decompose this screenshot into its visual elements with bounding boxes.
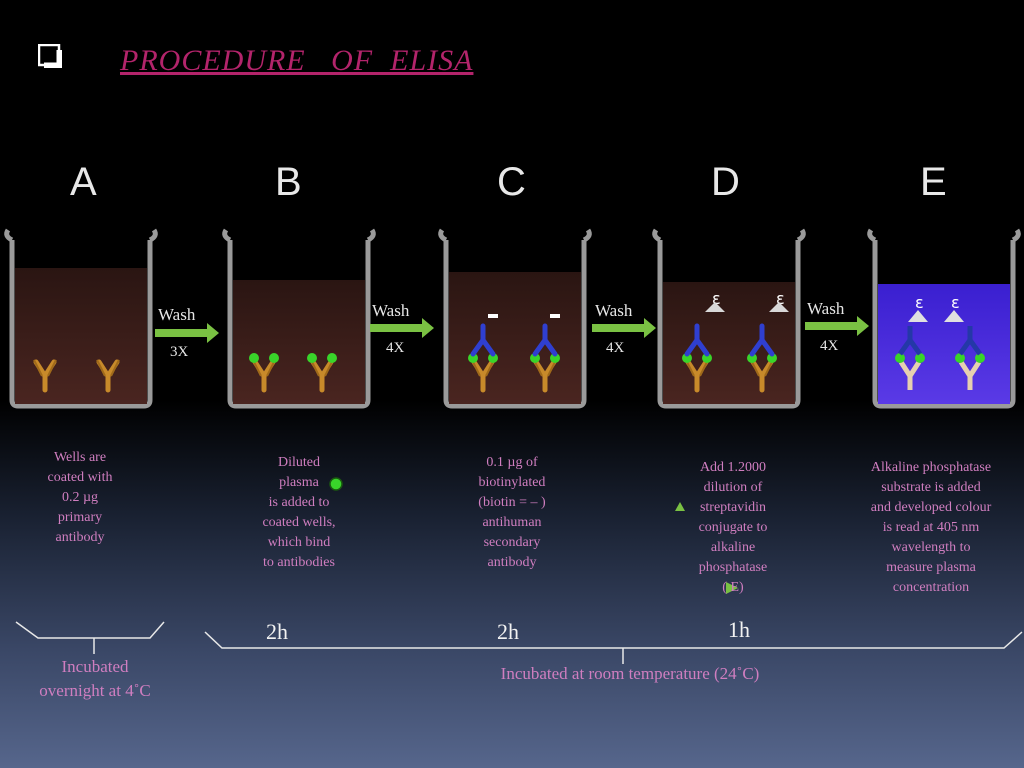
streptavidin-icon [675,502,685,511]
well-a [4,228,158,409]
page-title: PROCEDURE OF ELISA [120,44,474,77]
wash-label-1: Wash [158,305,196,324]
wash-label-3: Wash [595,301,633,320]
svg-text:ε: ε [915,293,924,312]
svg-text:ε: ε [951,293,960,312]
wash-arrow-icon [805,316,869,336]
step-e-letter: E [920,160,947,204]
bullet-checkbox-icon [38,44,62,68]
wash-count-1: 3X [170,344,189,360]
step-c-letter: C [497,160,526,204]
step-a-letter: A [70,160,97,204]
brace-room [204,631,1023,664]
well-c [438,228,592,409]
wash-label-2: Wash [372,301,410,320]
wash-label-4: Wash [807,299,845,318]
step-d-letter: D [711,160,740,204]
step-b-letter: B [275,160,302,204]
time-step-c: 2h [497,619,519,644]
wash-count-4: 4X [820,338,839,354]
well-b [222,228,376,409]
wash-count-2: 4X [386,340,405,356]
incubation-room-label: Incubated at room temperature (24˚C) [500,664,760,683]
svg-text:ε: ε [776,289,785,308]
svg-text:ε: ε [712,289,721,308]
wash-arrow-icon [155,323,219,343]
brace-overnight [15,621,165,654]
enzyme-arrow-icon [726,582,738,594]
antigen-icon [329,477,343,491]
wash-arrow-icon [592,318,656,338]
time-step-b: 2h [266,619,288,644]
wash-count-3: 4X [606,340,625,356]
well-d: ε ε [652,228,806,409]
time-step-d: 1h [728,617,750,642]
wash-arrow-icon [370,318,434,338]
well-e: ε ε [867,228,1021,409]
